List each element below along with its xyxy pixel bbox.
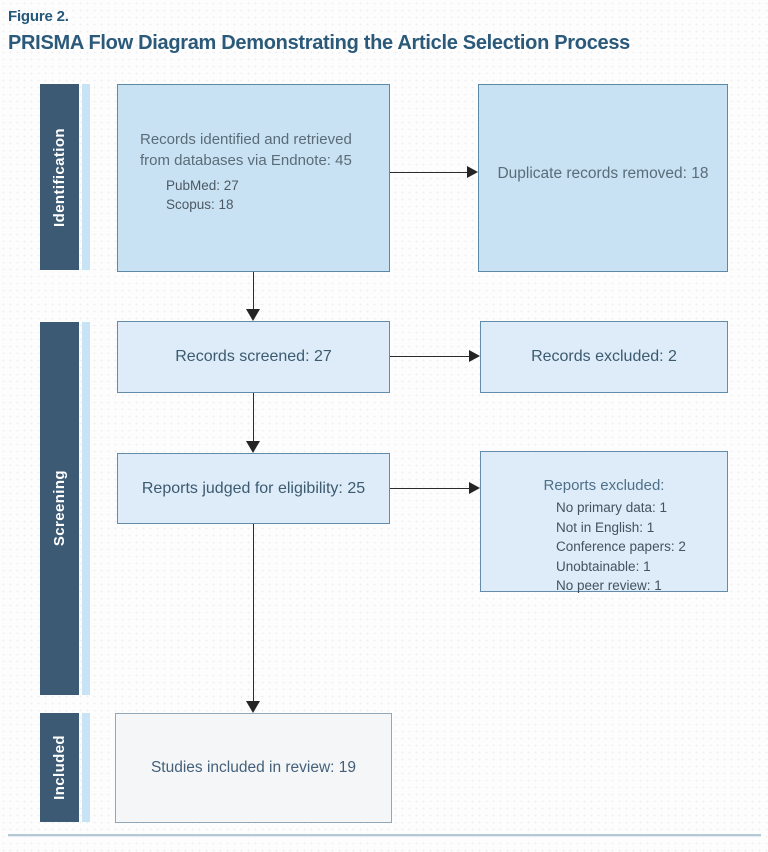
duplicates-removed-text: Duplicate records removed: 18 — [497, 165, 709, 182]
source-pubmed: PubMed: 27 — [166, 178, 239, 193]
excluded-item-not-in-english: Not in English: 1 — [556, 519, 655, 535]
figure-title: PRISMA Flow Diagram Demonstrating the Ar… — [8, 32, 630, 54]
box-reports-eligibility: Reports judged for eligibility: 25 — [117, 453, 390, 524]
arrow-identified-to-screened-head — [246, 309, 260, 321]
box-reports-excluded: Reports excluded: No primary data: 1 Not… — [480, 451, 728, 593]
reports-excluded-items: No primary data: 1 Not in English: 1 Con… — [556, 498, 727, 596]
arrow-eligibility-to-included-line — [253, 524, 254, 701]
bottom-separator-rule — [8, 834, 761, 837]
stage-strip-identification — [82, 84, 90, 270]
stage-strip-screening — [82, 322, 90, 695]
box-records-identified: Records identified and retrieved from da… — [117, 84, 390, 272]
records-excluded-text: Records excluded: 2 — [531, 348, 677, 365]
arrow-screened-to-eligibility-line — [253, 393, 254, 441]
box-records-excluded: Records excluded: 2 — [480, 321, 728, 393]
stage-bar-identification: Identification — [40, 84, 79, 270]
stage-label-included: Included — [51, 735, 68, 800]
excluded-item-no-primary-data: No primary data: 1 — [556, 500, 668, 515]
excluded-item-unobtainable: Unobtainable: 1 — [556, 558, 651, 574]
arrow-screened-to-eligibility-head — [246, 441, 260, 453]
box-duplicates-removed: Duplicate records removed: 18 — [478, 84, 728, 272]
stage-bar-included: Included — [40, 713, 79, 822]
arrow-identified-to-screened-line — [253, 272, 254, 309]
stage-label-screening: Screening — [51, 470, 68, 547]
excluded-item-conference-papers: Conference papers: 2 — [556, 539, 686, 554]
arrow-eligibility-to-included-head — [246, 701, 260, 713]
stage-strip-included — [82, 713, 90, 822]
arrow-eligibility-to-reports-excluded-line — [390, 488, 469, 489]
arrow-identified-to-duplicates-head — [467, 166, 478, 178]
records-identified-line1: Records identified and retrieved — [140, 131, 352, 148]
stage-label-identification: Identification — [51, 127, 68, 227]
arrow-screened-to-excluded-line — [390, 356, 469, 357]
source-scopus: Scopus: 18 — [166, 197, 234, 212]
records-identified-line2: from databases via Endnote: 45 — [140, 152, 352, 169]
studies-included-text: Studies included in review: 19 — [150, 759, 357, 776]
arrow-eligibility-to-reports-excluded-head — [469, 482, 480, 494]
records-screened-text: Records screened: 27 — [175, 348, 332, 365]
reports-eligibility-text: Reports judged for eligibility: 25 — [141, 479, 366, 497]
arrow-identified-to-duplicates-line — [390, 172, 467, 173]
records-identified-sources: PubMed: 27 Scopus: 18 — [166, 176, 389, 214]
stage-bar-screening: Screening — [40, 322, 79, 695]
figure-label: Figure 2. — [8, 8, 69, 25]
excluded-item-no-peer-review: No peer review: 1 — [556, 578, 662, 593]
reports-excluded-heading: Reports excluded: — [543, 477, 665, 494]
box-studies-included: Studies included in review: 19 — [115, 713, 392, 823]
box-records-screened: Records screened: 27 — [117, 321, 390, 393]
arrow-screened-to-excluded-head — [469, 350, 480, 362]
